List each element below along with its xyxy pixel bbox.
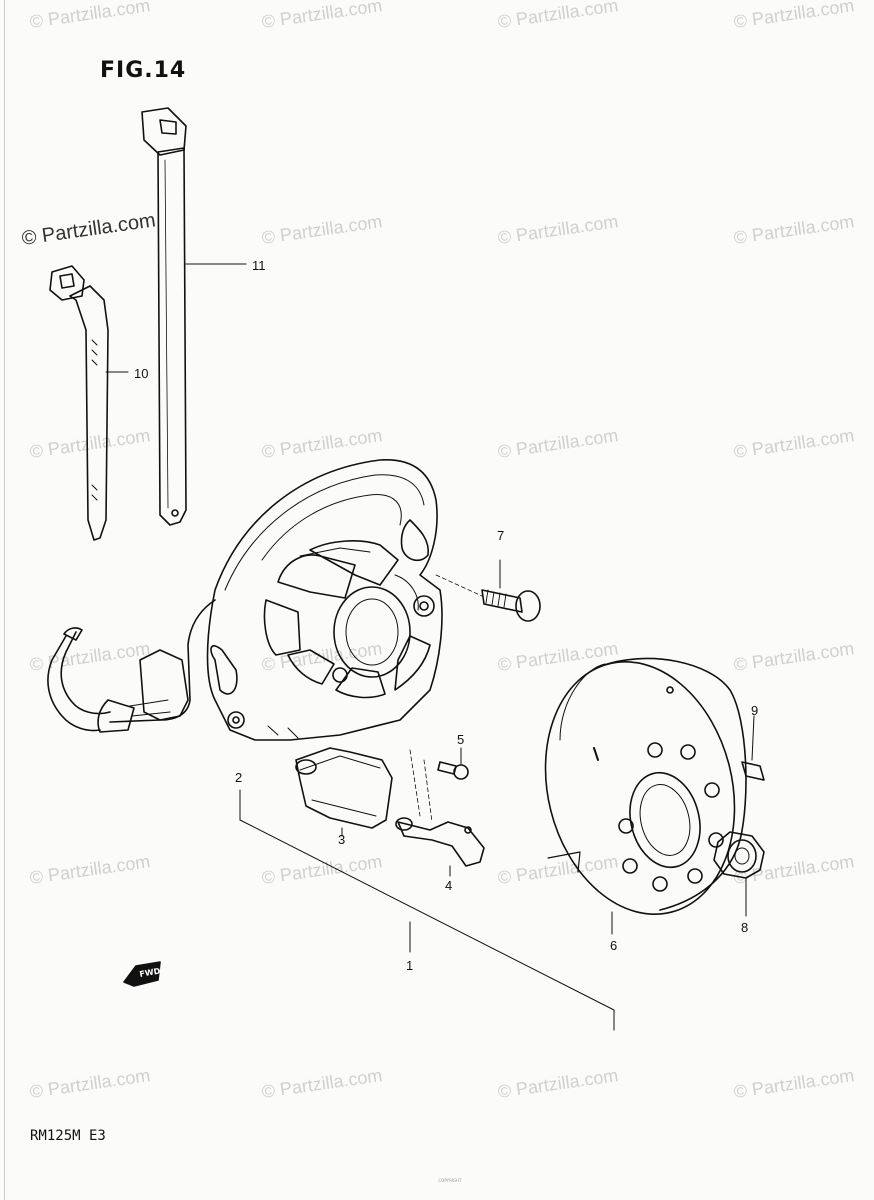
figure-title: FIG.14 (100, 58, 187, 83)
callout-number-2: 2 (235, 770, 243, 785)
callout-number-11: 11 (252, 258, 266, 273)
woodruff-key (741, 715, 765, 781)
callout-number-10: 10 (134, 366, 149, 381)
pickup-screw (437, 747, 469, 780)
stator-plate (206, 459, 443, 741)
callout-number-1: 1 (406, 958, 414, 973)
pickup-coil (295, 747, 393, 837)
assembly-1-leader (239, 789, 615, 1031)
model-code: RM125M E3 (30, 1128, 106, 1144)
stator-coils (263, 540, 435, 699)
scan-edge (4, 0, 5, 1200)
cable-tie-long (141, 107, 187, 526)
wire-harness (47, 599, 216, 733)
pickup-bracket (395, 749, 485, 877)
rotor-nut (713, 831, 765, 917)
callout-number-9: 9 (751, 703, 759, 718)
callout-number-6: 6 (610, 938, 618, 953)
fwd-arrow-icon: FWD (123, 961, 162, 987)
footer-fine-print: COPYRIGHT (438, 1178, 462, 1183)
fwd-arrow-label: FWD (139, 966, 162, 979)
callout-number-5: 5 (457, 732, 465, 747)
callout-number-3: 3 (338, 832, 346, 847)
stator-screw (435, 559, 541, 622)
callout-number-8: 8 (741, 920, 749, 935)
callout-number-7: 7 (497, 528, 505, 543)
flywheel-rotor (544, 657, 747, 935)
callout-number-4: 4 (445, 878, 453, 893)
cable-tie-short (49, 265, 109, 541)
